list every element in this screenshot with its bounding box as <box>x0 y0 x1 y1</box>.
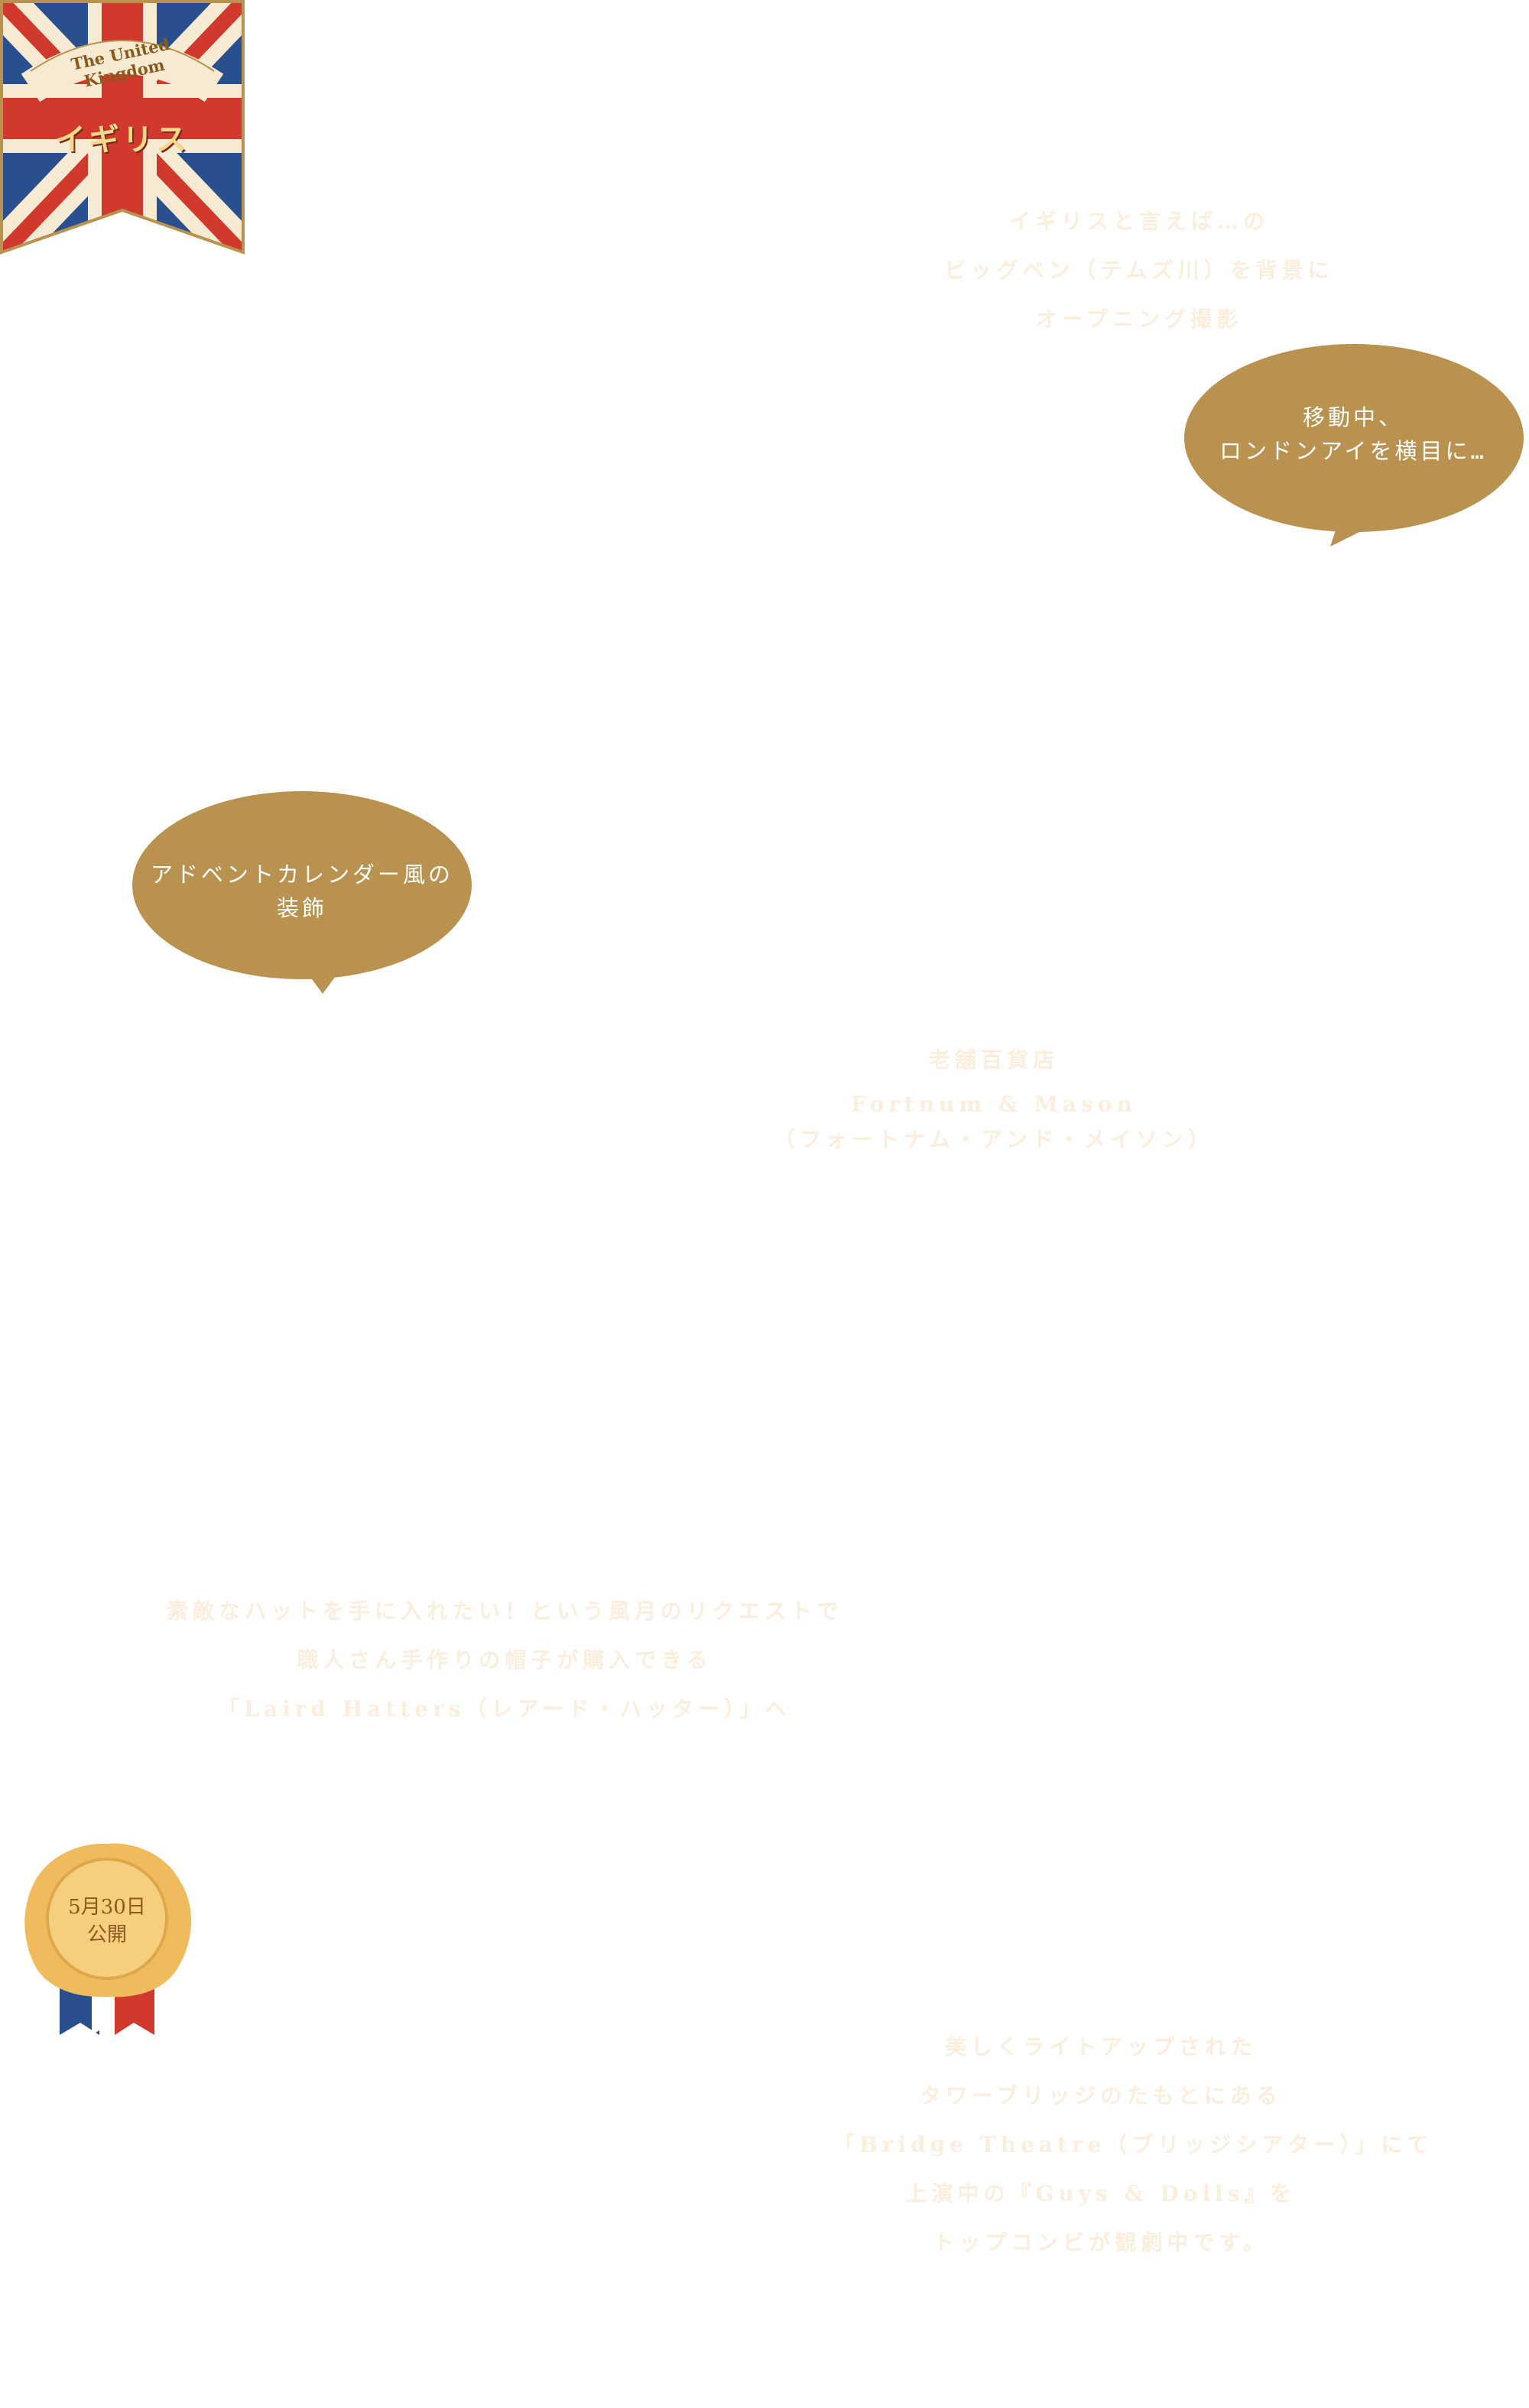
caption-line: 上演中の『Guys & Dolls』を <box>905 2181 1297 2206</box>
speech-bubble-icon <box>132 791 472 994</box>
caption-line: ビッグベン（テムズ川）を背景に <box>944 258 1334 283</box>
wax-seal-icon <box>24 1843 192 2035</box>
seal-date: 5月30日 <box>68 1896 146 1919</box>
caption-line: 「Bridge Theatre（ブリッジシアター）」にて <box>833 2132 1433 2157</box>
caption-line: イギリスと言えば…の <box>1008 209 1269 234</box>
country-name-jp: イギリス <box>55 122 190 157</box>
caption-line: 「Laird Hatters（レアード・ハッター）」へ <box>218 1696 791 1722</box>
caption-line: 美しくライトアップされた <box>944 2034 1257 2059</box>
bubble-line: 装飾 <box>276 895 327 921</box>
bubble-line: 移動中、 <box>1302 404 1404 430</box>
bubble-line: ロンドンアイを横目に… <box>1219 438 1487 464</box>
caption-line: トップコンビが観劇中です。 <box>933 2230 1269 2255</box>
caption-line: 老舗百貨店 <box>928 1047 1059 1073</box>
caption-fortnum: 老舗百貨店 Fortnum & Mason （フォートナム・アンド・メイソン） <box>757 1037 1231 1157</box>
caption-line: 職人さん手作りの帽子が購入できる <box>297 1647 713 1673</box>
caption-line: Fortnum & Mason <box>851 1092 1137 1117</box>
caption-line: （フォートナム・アンド・メイソン） <box>773 1127 1215 1152</box>
speech-bubble-advent: アドベントカレンダー風の 装飾 <box>130 791 474 998</box>
bubble-line: アドベントカレンダー風の <box>150 862 453 888</box>
speech-bubble-icon <box>1184 344 1524 547</box>
caption-bridge-theatre: 美しくライトアップされた タワーブリッジのたもとにある 「Bridge Thea… <box>833 2023 1433 2267</box>
caption-line: オープニング撮影 <box>1035 307 1243 332</box>
release-date-seal: 5月30日 公開 <box>15 1835 199 2049</box>
caption-hatters: 素敵なハットを手に入れたい！という風月のリクエストで 職人さん手作りの帽子が購入… <box>145 1587 864 1734</box>
speech-bubble-london-eye: 移動中、 ロンドンアイを横目に… <box>1181 344 1525 550</box>
seal-label: 公開 <box>86 1923 127 1946</box>
union-jack-icon <box>0 0 245 255</box>
caption-opening: イギリスと言えば…の ビッグベン（テムズ川）を背景に オープニング撮影 <box>910 197 1368 344</box>
caption-line: タワーブリッジのたもとにある <box>920 2083 1282 2108</box>
caption-line: 素敵なハットを手に入れたい！という風月のリクエストで <box>166 1598 842 1624</box>
uk-flag-badge: The United Kingdom イギリス <box>0 0 245 256</box>
